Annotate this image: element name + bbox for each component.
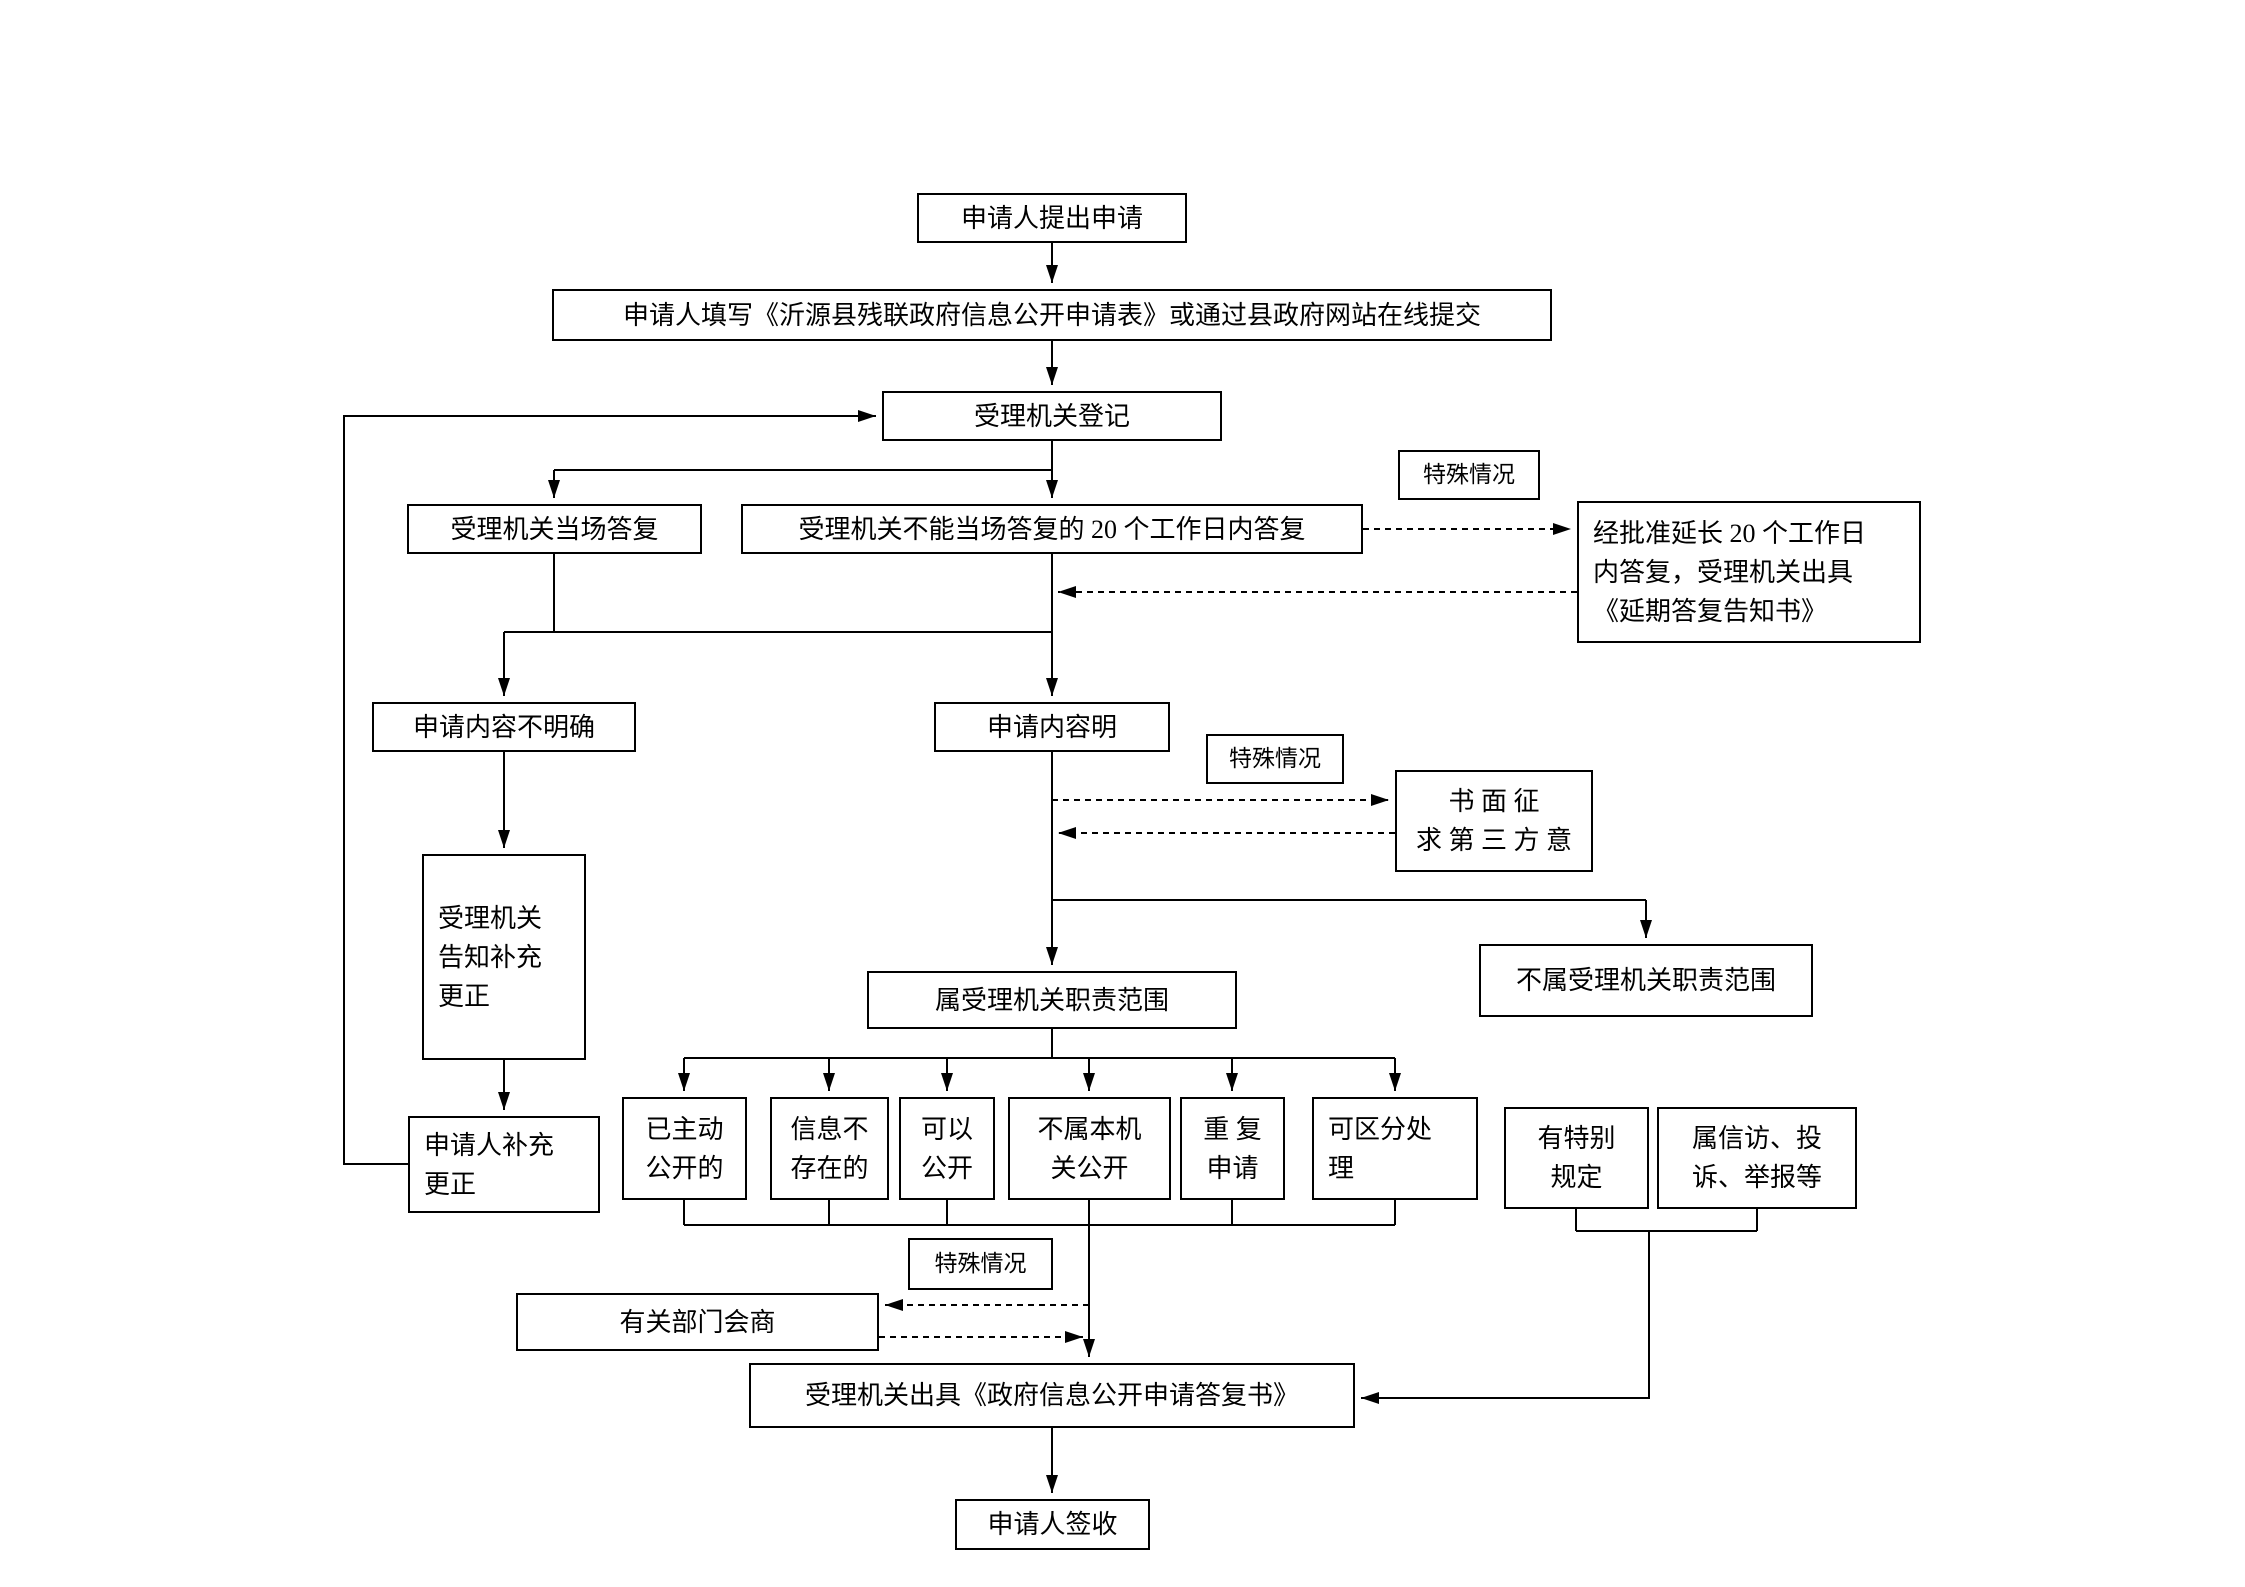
node-applicant-submit: 申请人提出申请 bbox=[917, 193, 1187, 243]
node-divisible-handling: 可区分处 理 bbox=[1312, 1097, 1478, 1200]
node-special-provisions: 有特别 规定 bbox=[1504, 1107, 1649, 1209]
node-issue-reply-document: 受理机关出具《政府信息公开申请答复书》 bbox=[749, 1363, 1355, 1428]
node-info-not-exist: 信息不 存在的 bbox=[770, 1097, 889, 1200]
node-already-public: 已主动 公开的 bbox=[622, 1097, 747, 1200]
node-petition-complaint: 属信访、投 诉、举报等 bbox=[1657, 1107, 1857, 1209]
label-special-case-2: 特殊情况 bbox=[1206, 734, 1344, 784]
node-applicant-sign-receipt: 申请人签收 bbox=[955, 1499, 1150, 1550]
node-repeated-request: 重 复 申请 bbox=[1180, 1097, 1285, 1200]
node-content-clear: 申请内容明 bbox=[934, 702, 1170, 752]
node-applicant-supplement: 申请人补充 更正 bbox=[408, 1116, 600, 1213]
node-onspot-reply: 受理机关当场答复 bbox=[407, 504, 702, 554]
node-content-unclear: 申请内容不明确 bbox=[372, 702, 636, 752]
node-accepting-organ-register: 受理机关登记 bbox=[882, 391, 1222, 441]
label-special-case-1: 特殊情况 bbox=[1398, 450, 1540, 500]
node-can-disclose: 可以 公开 bbox=[899, 1097, 995, 1200]
node-outside-duty-scope: 不属受理机关职责范围 bbox=[1479, 944, 1813, 1017]
node-not-this-organ: 不属本机 关公开 bbox=[1008, 1097, 1171, 1200]
node-within-duty-scope: 属受理机关职责范围 bbox=[867, 971, 1237, 1029]
node-approved-extension: 经批准延长 20 个工作日 内答复，受理机关出具 《延期答复告知书》 bbox=[1577, 501, 1921, 643]
label-special-case-3: 特殊情况 bbox=[908, 1238, 1053, 1290]
node-department-consultation: 有关部门会商 bbox=[516, 1293, 879, 1351]
node-fill-application-form: 申请人填写《沂源县残联政府信息公开申请表》或通过县政府网站在线提交 bbox=[552, 289, 1552, 341]
node-notify-supplement: 受理机关 告知补充 更正 bbox=[422, 854, 586, 1060]
node-reply-within-20-days: 受理机关不能当场答复的 20 个工作日内答复 bbox=[741, 504, 1363, 554]
node-written-third-party-opinion: 书 面 征 求 第 三 方 意 bbox=[1395, 770, 1593, 872]
